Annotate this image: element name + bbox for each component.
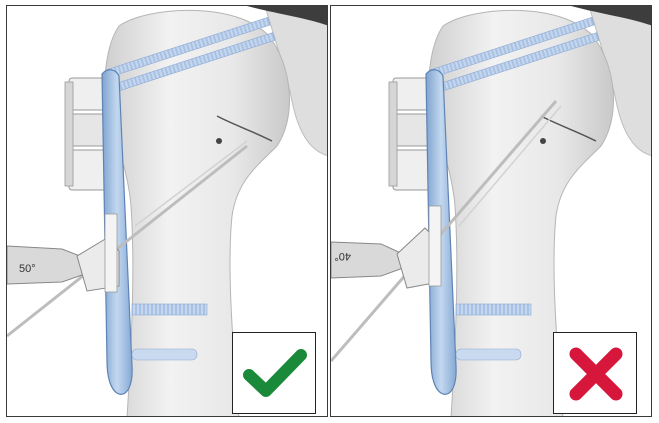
cross-icon [554, 333, 638, 415]
bone-hole [540, 138, 546, 144]
panel-correct-angle: 50° [6, 5, 328, 417]
shaft-screw-1 [456, 304, 531, 315]
angle-label: 40° [334, 250, 351, 262]
shaft-screw-2 [132, 349, 197, 360]
shaft-screw-2 [456, 349, 521, 360]
panel-incorrect-angle: 40° [330, 5, 652, 417]
bone-hole [216, 138, 222, 144]
drill-sleeve [331, 206, 441, 288]
result-indicator-incorrect [553, 332, 637, 414]
shaft-screw-1 [132, 304, 207, 315]
checkmark-icon [233, 333, 317, 415]
angle-label: 50° [19, 263, 36, 275]
result-indicator-correct [232, 332, 316, 414]
drill-sleeve [7, 214, 119, 292]
